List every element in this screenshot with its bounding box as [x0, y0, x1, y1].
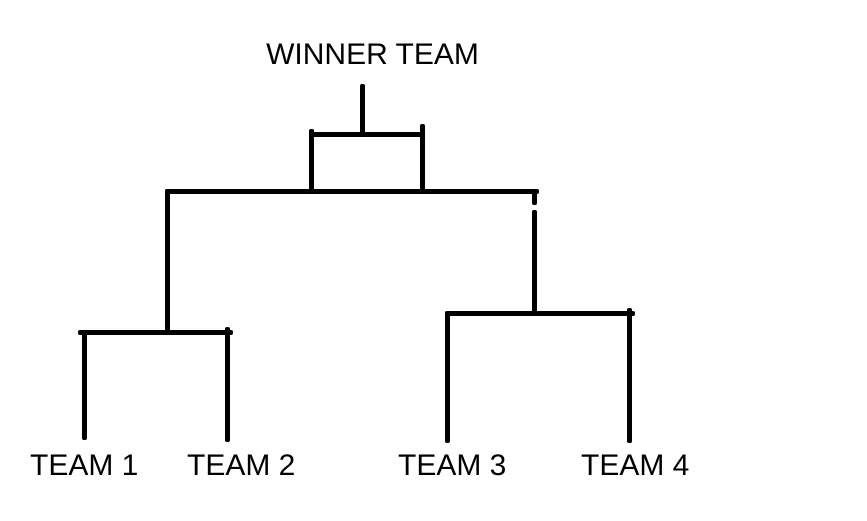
semifinal1-left-line: [82, 330, 87, 440]
final-bracket-left-line: [309, 129, 314, 193]
semifinal1-top-line: [78, 330, 233, 335]
semifinal1-right-line: [225, 327, 230, 442]
semifinal2-right-line: [627, 308, 632, 443]
team-3-label: TEAM 3: [398, 449, 507, 482]
connector-horizontal-line: [165, 189, 539, 194]
final-bracket-right-line: [420, 124, 425, 193]
final-bracket-top-line: [309, 132, 425, 137]
connector-right-vertical-line: [532, 210, 537, 316]
semifinal2-left-line: [445, 311, 450, 443]
winner-stem-line: [360, 84, 365, 137]
team-1-label: TEAM 1: [30, 449, 139, 482]
semifinal2-top-line: [445, 311, 635, 316]
team-2-label: TEAM 2: [187, 449, 296, 482]
team-4-label: TEAM 4: [581, 449, 690, 482]
connector-right-vertical-stub: [532, 189, 537, 205]
connector-left-vertical-line: [165, 189, 170, 335]
winner-title: WINNER TEAM: [266, 38, 479, 71]
